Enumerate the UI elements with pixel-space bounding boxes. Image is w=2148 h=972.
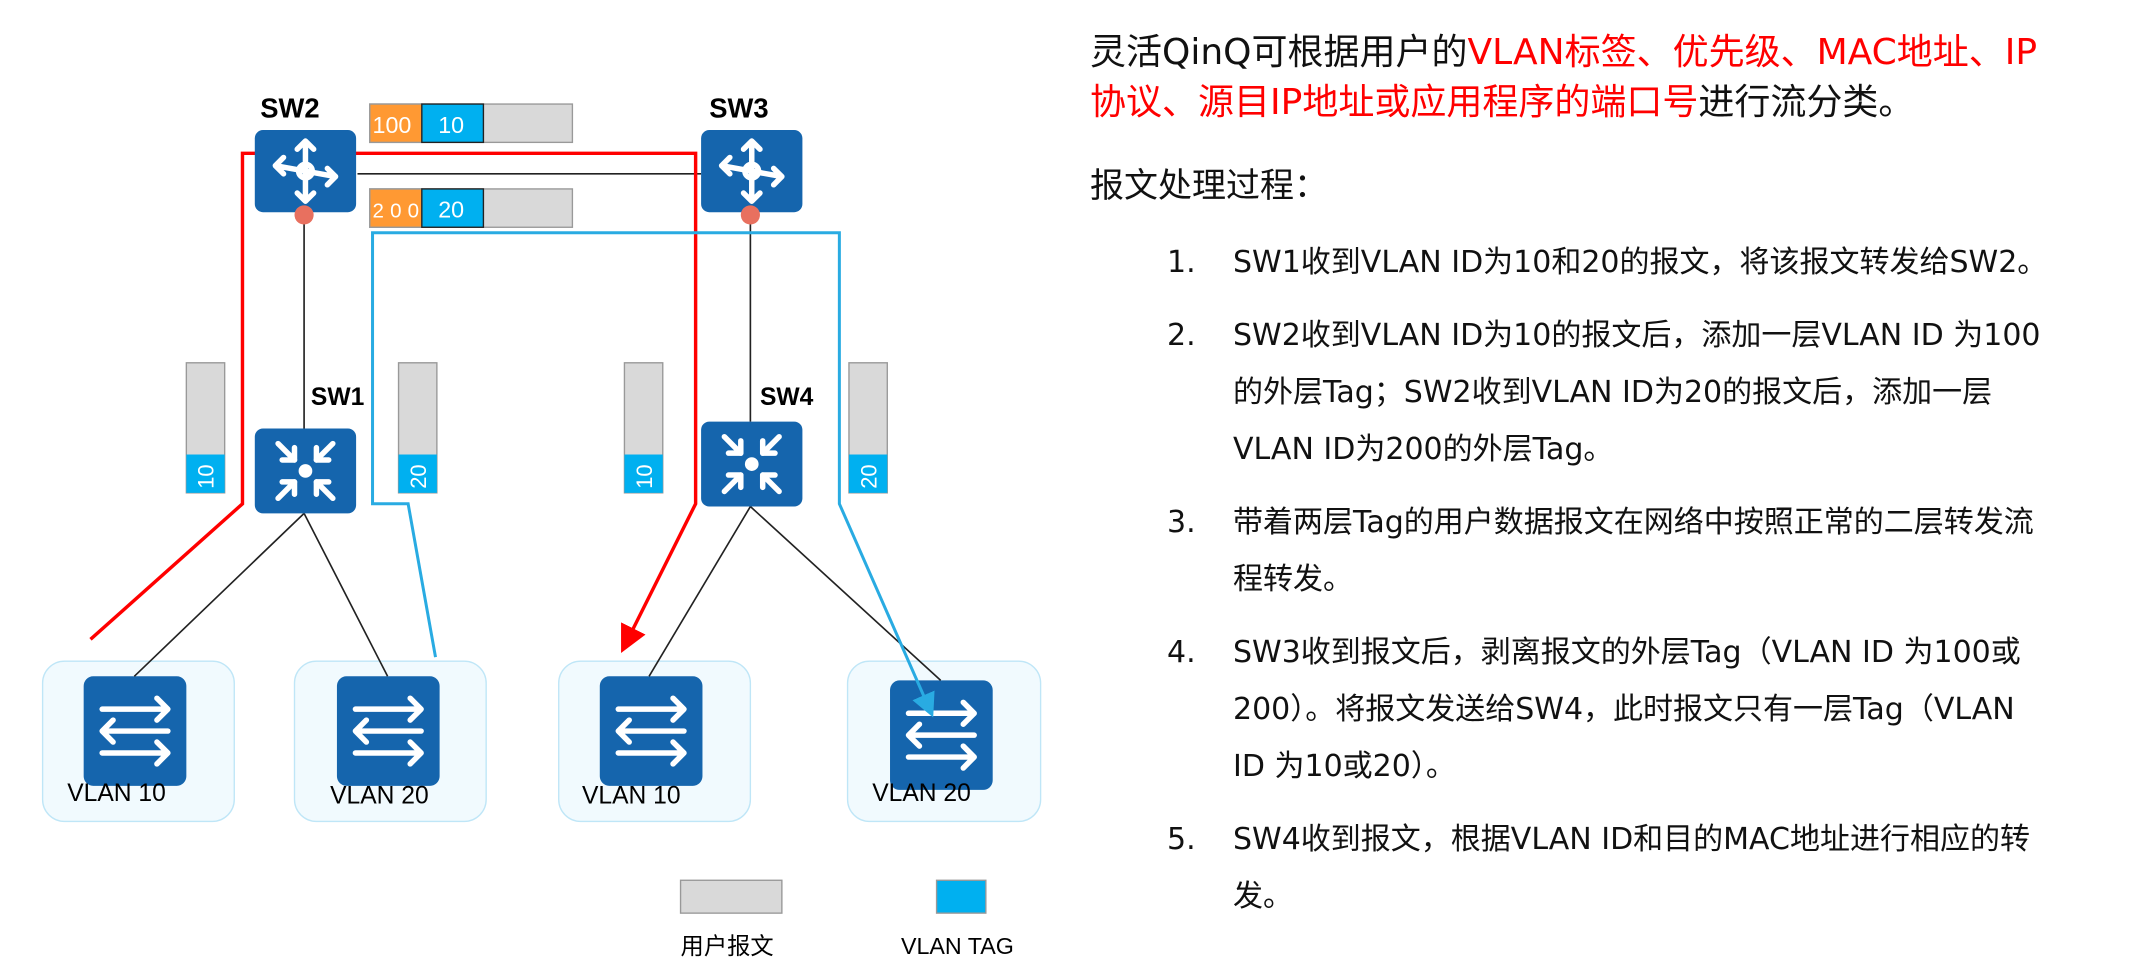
step-line: 带着两层Tag的用户数据报文在网络中按照正常的二层转发流 (1233, 505, 2034, 540)
process-step: 3. 带着两层Tag的用户数据报文在网络中按照正常的二层转发流程转发。 (1090, 494, 2148, 608)
legend: 用户报文 VLAN TAG (679, 879, 1014, 959)
svg-text:10: 10 (632, 464, 657, 488)
sw2-label: SW2 (260, 93, 319, 124)
sw3-label: SW3 (709, 93, 768, 124)
vlan-label: VLAN 10 (67, 780, 166, 807)
step-number: 5. (1167, 822, 1196, 857)
sw1-label: SW1 (311, 384, 365, 411)
vlan-box-3: VLAN 10 (558, 660, 752, 823)
step-number: 4. (1167, 635, 1196, 670)
process-step: 2. SW2收到VLAN ID为10的报文后，添加一层VLAN ID 为100 的外… (1090, 307, 2148, 478)
step-line: SW3收到报文后，剥离报文的外层Tag（VLAN ID 为100或 (1233, 635, 2021, 670)
step-text: SW3收到报文后，剥离报文的外层Tag（VLAN ID 为100或 200）。将报… (1233, 624, 2148, 795)
step-line: SW2收到VLAN ID为10的报文后，添加一层VLAN ID 为100 (1233, 318, 2041, 353)
legend-packet-label: 用户报文 (681, 933, 774, 959)
step-number: 1. (1167, 245, 1196, 280)
step-line: 200）。将报文发送给SW4，此时报文只有一层Tag（VLAN (1233, 692, 2015, 727)
step-line: VLAN ID为200的外层Tag。 (1233, 432, 1614, 467)
vlan-label: VLAN 20 (330, 783, 429, 810)
step-number: 3. (1167, 505, 1196, 540)
vlan20-path (371, 231, 935, 718)
svg-text:20: 20 (438, 197, 464, 223)
step-number: 2. (1167, 318, 1196, 353)
intro-text: 灵活QinQ可根据用户的 (1090, 32, 1468, 73)
step-line: 发。 (1233, 879, 1293, 914)
vlan-box-1: VLAN 10 (41, 660, 235, 823)
single-tag-packet: 10 (623, 362, 664, 494)
intro-highlight: VLAN标签、优先级、MAC地址、IP (1467, 32, 2038, 73)
sw1-switch (254, 428, 357, 514)
sw3-router (701, 130, 803, 213)
sw4-label: SW4 (760, 384, 814, 411)
vlan10-path (89, 151, 698, 653)
svg-text:10: 10 (194, 464, 219, 488)
port-dot (294, 205, 314, 225)
process-heading: 报文处理过程： (1090, 166, 1328, 206)
vlan-label: VLAN 20 (872, 780, 971, 807)
double-tag-packet-200-20: 200 20 (369, 188, 574, 228)
step-text: SW1收到VLAN ID为10和20的报文，将该报文转发给SW2。 (1233, 234, 2148, 291)
sw2-router (254, 130, 357, 213)
step-line: 程转发。 (1233, 562, 1353, 597)
svg-text:20: 20 (856, 464, 881, 488)
single-tag-packet: 20 (397, 362, 438, 494)
intro-line-1: 灵活QinQ可根据用户的VLAN标签、优先级、MAC地址、IP (1090, 28, 2037, 78)
vlan-box-4: VLAN 20 (846, 660, 1042, 823)
svg-text:100: 100 (373, 112, 412, 138)
step-line: SW4收到报文，根据VLAN ID和目的MAC地址进行相应的转 (1233, 822, 2030, 857)
vlan-label: VLAN 10 (582, 783, 681, 810)
legend-tag-swatch (935, 879, 987, 914)
intro-highlight: 协议、源目IP地址或应用程序的端口号 (1090, 82, 1699, 123)
process-step: 1. SW1收到VLAN ID为10和20的报文，将该报文转发给SW2。 (1090, 234, 2148, 291)
step-line: ID 为10或20）。 (1233, 749, 1456, 784)
legend-packet-swatch (679, 879, 783, 914)
process-step: 4. SW3收到报文后，剥离报文的外层Tag（VLAN ID 为100或 200）。… (1090, 624, 2148, 795)
intro-text: 进行流分类。 (1698, 82, 1915, 123)
step-text: 带着两层Tag的用户数据报文在网络中按照正常的二层转发流程转发。 (1233, 494, 2148, 608)
step-text: SW2收到VLAN ID为10的报文后，添加一层VLAN ID 为100 的外层T… (1233, 307, 2148, 478)
step-text: SW4收到报文，根据VLAN ID和目的MAC地址进行相应的转发。 (1233, 811, 2148, 925)
qinq-topology-diagram: VLAN 10 VLAN 20 VLAN 10 VLAN 20 SW2 SW3 (41, 93, 1042, 959)
intro-line-2: 协议、源目IP地址或应用程序的端口号进行流分类。 (1090, 78, 1914, 128)
vlan-box-2: VLAN 20 (293, 660, 487, 823)
step-line: SW1收到VLAN ID为10和20的报文，将该报文转发给SW2。 (1233, 245, 2048, 280)
sw4-switch (701, 421, 803, 507)
svg-text:10: 10 (438, 112, 464, 138)
port-dot (740, 205, 760, 225)
process-step: 5. SW4收到报文，根据VLAN ID和目的MAC地址进行相应的转发。 (1090, 811, 2148, 925)
svg-text:200: 200 (373, 200, 420, 223)
svg-text:20: 20 (406, 464, 431, 488)
single-tag-packet: 10 (185, 362, 226, 494)
step-line: 的外层Tag；SW2收到VLAN ID为20的报文后，添加一层 (1233, 375, 1993, 410)
links (133, 173, 942, 682)
legend-tag-label: VLAN TAG (901, 933, 1014, 959)
process-steps: 1. SW1收到VLAN ID为10和20的报文，将该报文转发给SW2。 2. SW2… (1090, 234, 2148, 941)
single-tag-packet: 20 (848, 362, 888, 494)
double-tag-packet-100-10: 100 10 (369, 103, 574, 144)
